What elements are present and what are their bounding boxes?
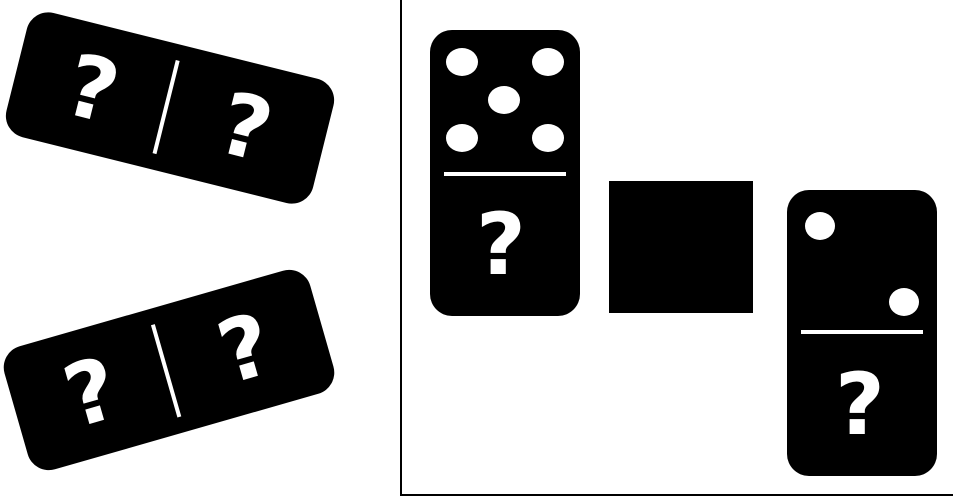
question-mark-left: ? (41, 341, 142, 446)
question-mark-right: ? (196, 76, 294, 179)
question-mark-right: ? (195, 297, 296, 402)
sequence-domino-1: ? (430, 30, 580, 316)
question-mark: ? (456, 202, 546, 288)
pip (889, 288, 919, 316)
domino-divider (151, 324, 181, 417)
domino-divider (801, 330, 923, 334)
domino-divider (444, 172, 566, 176)
pip (805, 212, 835, 240)
option-domino-2[interactable]: ? ? (0, 265, 339, 476)
pip (532, 124, 564, 152)
pip (532, 48, 564, 76)
pip (446, 124, 478, 152)
answer-slot[interactable] (609, 181, 753, 313)
question-mark: ? (815, 362, 905, 448)
pip (488, 86, 520, 114)
option-domino-1[interactable]: ? ? (1, 8, 339, 209)
sequence-domino-3: ? (787, 190, 937, 476)
domino-divider (153, 60, 180, 154)
pip (446, 48, 478, 76)
question-mark-left: ? (43, 38, 141, 141)
